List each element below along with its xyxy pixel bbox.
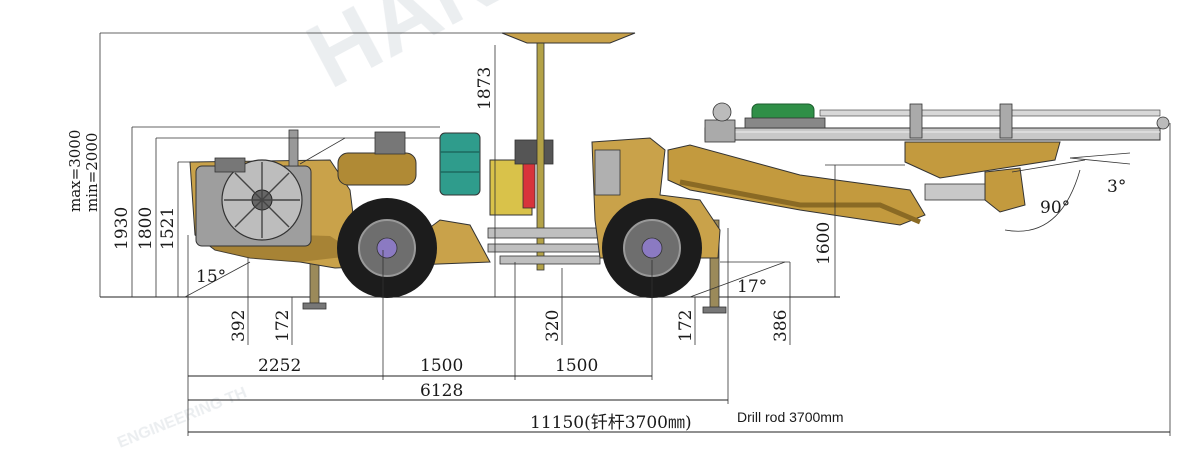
canopy-roof [501, 32, 636, 44]
angle-17-line [689, 261, 786, 298]
dim-1521-label: 1521 [158, 207, 178, 250]
dim-392-label: 392 [229, 310, 249, 342]
drill-rod [819, 109, 1161, 117]
front-jack-foot [702, 306, 727, 314]
angle-3-ray-2 [1069, 157, 1131, 165]
rear-hub [376, 237, 398, 259]
boom-head [984, 167, 1026, 213]
drill-rod-note: Drill rod 3700mm [737, 409, 844, 425]
dim-6128-label: 6128 [420, 381, 463, 401]
watermark-sub: ENGINEERING TH [115, 384, 249, 451]
rail-front-tip [1156, 116, 1170, 130]
front-hub [641, 237, 663, 259]
rail-beam [704, 127, 1161, 141]
articulation-beam [487, 227, 609, 239]
dim-172-right-label: 172 [676, 310, 696, 342]
rear-jack-foot [302, 302, 327, 310]
dim-1873-label: 1873 [475, 67, 495, 110]
articulation-beam-2 [487, 243, 609, 253]
height-min-label: min=2000 [83, 133, 101, 212]
rear-wheel [337, 198, 437, 298]
radiator-fan [195, 157, 312, 247]
dim-320-label: 320 [543, 310, 563, 342]
dim-386-label: 386 [771, 310, 791, 342]
feed-support [904, 141, 1061, 179]
boom-swing-cylinder [924, 183, 986, 201]
dim-172-left-label: 172 [273, 310, 293, 342]
angle-15-label: 15° [196, 267, 226, 287]
height-max-label: max=3000 [66, 130, 84, 212]
front-stabilizer-jack [702, 219, 727, 314]
dim-1500b-label: 1500 [555, 356, 598, 376]
angle-90-arc [1004, 169, 1081, 232]
dim-1600-label: 1600 [814, 222, 834, 265]
front-wheel [602, 198, 702, 298]
dim-1800-label: 1800 [136, 207, 156, 250]
exhaust-pipe [288, 129, 299, 167]
angle-3-label: 3° [1107, 177, 1126, 197]
hammer-cradle [744, 117, 826, 129]
dim-1500a-label: 1500 [420, 356, 463, 376]
rod-centralizer-2 [999, 103, 1013, 139]
angle-3-ray [1069, 152, 1131, 159]
angle-17-label: 17° [737, 277, 767, 297]
motor-housing [374, 131, 406, 155]
air-filter [214, 157, 246, 173]
angle-90-ray [1011, 159, 1086, 173]
angle-90-label: 90° [1040, 198, 1070, 218]
articulation-beam-3 [499, 255, 601, 265]
hydraulic-tank [337, 152, 417, 186]
feed-rail [704, 102, 1170, 143]
operator-seat [514, 139, 554, 165]
boom-lift-cylinder [679, 179, 921, 225]
rod-centralizer [909, 103, 923, 139]
fan-blades [224, 162, 300, 238]
dim-2252-label: 2252 [258, 356, 301, 376]
electric-motor [439, 132, 481, 196]
angle-15-line [184, 261, 251, 298]
rail-tail [704, 119, 736, 143]
drill-rig-machine [189, 32, 1170, 314]
operator-canopy [501, 32, 636, 271]
rock-drill-hammer [744, 103, 826, 129]
front-valve-block [594, 149, 621, 196]
drill-boom [667, 141, 1061, 226]
dim-1930-label: 1930 [112, 207, 132, 250]
dim-11150-label: 11150(钎杆3700㎜) [530, 413, 692, 433]
hose-reel [712, 102, 732, 122]
